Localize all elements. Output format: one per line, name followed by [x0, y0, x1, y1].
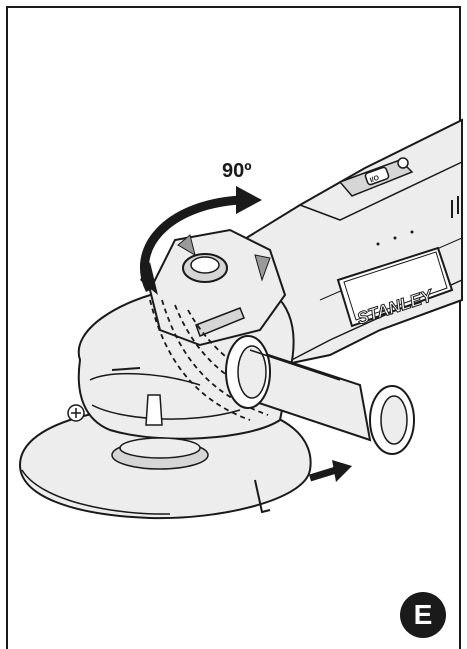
side-handle [225, 335, 415, 455]
rotation-arrow-icon [140, 186, 262, 295]
figure-letter-badge: E [400, 592, 446, 638]
figure-frame [6, 6, 461, 649]
switch-label: I/O [369, 174, 381, 184]
power-switch: I/O [338, 157, 414, 197]
rotation-angle-label: 90º [222, 160, 252, 182]
direction-arrow-icon [308, 460, 352, 482]
rotating-head-cap [148, 228, 287, 347]
